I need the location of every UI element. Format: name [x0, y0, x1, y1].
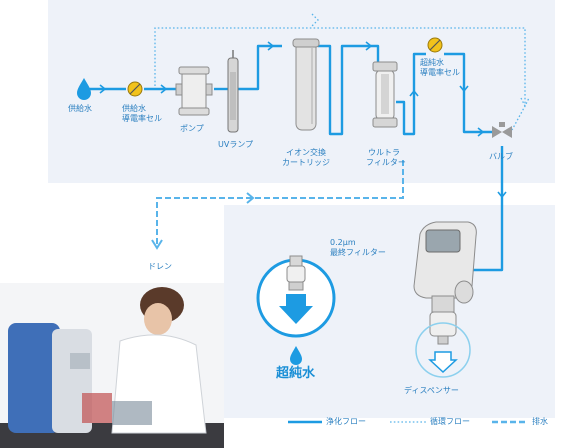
feed-conductivity-cell-icon: [127, 81, 143, 97]
dispenser-unit-icon: [413, 221, 477, 345]
ultrafilter-label-line1: ウルトラ: [368, 148, 400, 157]
feed-cell-label-line2: 導電率セル: [122, 114, 162, 123]
dispenser-outflow-arrow-icon: [428, 351, 458, 374]
ultrapure-conductivity-cell-icon: [427, 37, 443, 53]
dispenser-highlight-ring: [415, 322, 471, 378]
legend-drain-label: 排水: [532, 417, 548, 426]
ion-cartridge-label-line1: イオン交換: [286, 148, 326, 157]
uv-lamp-label: UVランプ: [218, 140, 254, 149]
drain-label: ドレン: [148, 262, 172, 271]
feed-water-label: 供給水: [68, 104, 92, 113]
drain-flow-line: [151, 160, 404, 250]
ultrapure-cell-label-line2: 導電率セル: [420, 68, 460, 77]
pump-icon: [175, 66, 213, 116]
legend-purify-label: 浄化フロー: [326, 417, 366, 426]
circulation-flow-line: [154, 13, 530, 131]
ultrafilter-icon: [372, 61, 398, 128]
ultrafilter-label-line2: フィルター: [366, 158, 406, 167]
uv-lamp-icon: [227, 50, 239, 133]
ultrapure-water-label: 超純水: [276, 366, 316, 381]
valve-label: バルブ: [489, 152, 513, 161]
ion-exchange-cartridge-icon: [292, 38, 320, 131]
dispenser-label: ディスペンサー: [404, 386, 459, 395]
ion-cartridge-label-line2: カートリッジ: [282, 158, 330, 167]
final-filter-magnifier: [256, 255, 336, 338]
final-filter-label-line1: 0.2μm: [330, 238, 356, 247]
ultrapure-cell-label-line1: 超純水: [420, 58, 444, 67]
feed-water-drop-icon: [77, 78, 91, 100]
final-filter-label-line2: 最終フィルター: [330, 248, 386, 257]
ultrapure-drop-icon: [290, 346, 302, 365]
legend-circulate-label: 循環フロー: [430, 417, 470, 426]
valve-icon: [492, 122, 512, 138]
pump-label: ポンプ: [180, 124, 204, 133]
flow-arrowheads: [99, 41, 507, 199]
feed-cell-label-line1: 供給水: [122, 104, 146, 113]
lab-photo: [0, 283, 224, 448]
